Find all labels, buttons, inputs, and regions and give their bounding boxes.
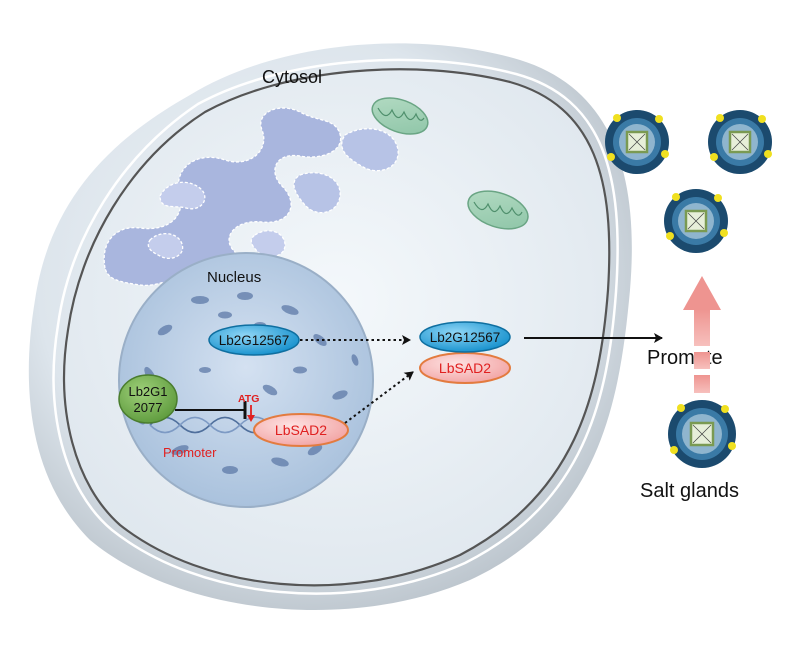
- promoter-label: Promoter: [163, 445, 217, 460]
- salt-gland-top-left: [605, 110, 669, 174]
- endoplasmic-reticulum: [103, 107, 399, 287]
- salt-gland-top-right: [708, 110, 772, 174]
- salt-gland-middle: [664, 189, 728, 253]
- lbsad2-nucleus-protein: LbSAD2: [253, 413, 349, 447]
- lb2g12077-protein: Lb2G1 2077: [118, 374, 178, 424]
- protein-complex-cytosol: LbSAD2 Lb2G12567: [419, 321, 511, 384]
- nucleus-label: Nucleus: [207, 269, 261, 286]
- lbsad2-cytosol-label: LbSAD2: [439, 360, 491, 376]
- lb2g12567-nucleus-label: Lb2G12567: [219, 333, 290, 348]
- repression-line: [175, 401, 247, 419]
- lb2g12077-label-line2: 2077: [134, 400, 163, 415]
- salt-gland-bottom: [668, 400, 736, 468]
- dna-helix: [149, 416, 269, 434]
- promote-label: Promote: [647, 347, 723, 369]
- atg-marker: [247, 405, 255, 422]
- lb2g12567-cytosol-label: Lb2G12567: [430, 330, 501, 345]
- mitochondrion-2: [467, 190, 529, 230]
- lbsad2-nucleus-label: LbSAD2: [275, 422, 327, 438]
- lb2g12567-nucleus-protein: Lb2G12567: [208, 324, 300, 356]
- growth-arrow: [683, 276, 721, 393]
- cytosol-label: Cytosol: [262, 67, 322, 87]
- cell-inner-membrane-outline: [52, 58, 619, 595]
- lb2g12077-label-line1: Lb2G1: [128, 384, 167, 399]
- atg-label: ATG: [238, 393, 259, 405]
- mitochondrion-1: [371, 97, 429, 135]
- salt-glands-label: Salt glands: [640, 480, 739, 502]
- chromatin: [135, 292, 359, 474]
